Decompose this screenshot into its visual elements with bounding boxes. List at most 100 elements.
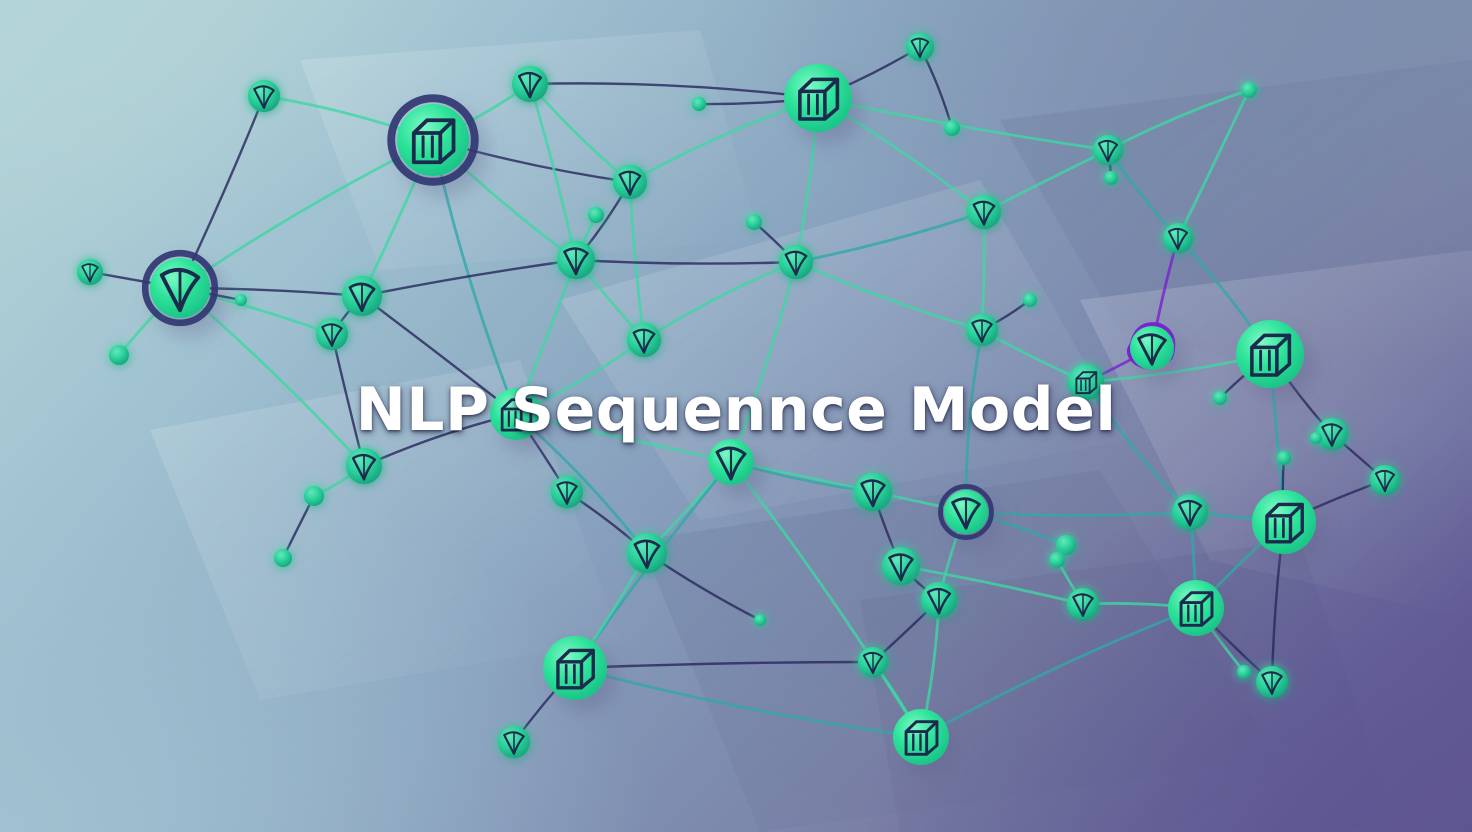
graph-node: [1126, 322, 1176, 370]
graph-node: [1049, 552, 1065, 568]
graph-node: [1068, 364, 1104, 400]
graph-edge: [964, 510, 1192, 517]
node-circle: [1056, 535, 1076, 555]
leaf-node-icon: [253, 85, 275, 109]
graph-edge: [729, 460, 923, 739]
graph-node: [1093, 135, 1123, 165]
graph-node: [498, 726, 530, 758]
graph-node: [304, 486, 324, 506]
leaf-node-icon: [1321, 423, 1343, 447]
cube-icon: [556, 648, 595, 690]
leaf-node-icon: [348, 282, 376, 313]
cube-icon: [1179, 591, 1214, 627]
graph-node: [1241, 82, 1257, 98]
graph-node: [1104, 171, 1118, 185]
graph-node: [613, 165, 647, 199]
graph-node: [342, 276, 382, 316]
node-circle: [1049, 552, 1065, 568]
graph-node: [387, 94, 479, 186]
graph-node: [1023, 293, 1037, 307]
graph-node: [248, 80, 280, 112]
graph-node: [1163, 223, 1193, 253]
cube-icon: [904, 720, 939, 756]
graph-edge: [1106, 148, 1180, 240]
leaf-node-icon: [632, 328, 656, 354]
node-circle: [1023, 293, 1037, 307]
graph-node: [854, 473, 892, 511]
node-ring: [387, 94, 479, 186]
cube-icon: [411, 118, 456, 165]
leaf-node-icon: [1097, 139, 1119, 163]
graph-node: [966, 314, 998, 346]
leaf-node-icon: [1177, 499, 1203, 527]
graph-node: [779, 245, 813, 279]
graph-node: [235, 294, 247, 306]
leaf-node-icon: [517, 71, 543, 99]
graph-node: [921, 582, 957, 618]
node-circle: [274, 549, 292, 567]
graph-node: [882, 547, 920, 585]
graph-node: [746, 214, 762, 230]
graph-node: [938, 484, 994, 540]
graph-node-layer: [77, 33, 1400, 765]
graph-node: [944, 120, 960, 136]
node-circle: [235, 294, 247, 306]
graph-edge: [729, 260, 798, 464]
leaf-node-icon: [784, 250, 808, 276]
graph-edge: [794, 210, 986, 264]
cube-icon: [1265, 502, 1304, 544]
graph-edge: [642, 260, 798, 342]
graph-edge: [899, 564, 1085, 606]
node-circle: [692, 97, 706, 111]
node-circle: [588, 207, 604, 223]
graph-node: [77, 259, 103, 285]
graph-node: [109, 345, 129, 365]
node-circle: [1237, 665, 1251, 679]
leaf-node-icon: [321, 323, 343, 347]
node-circle: [1213, 391, 1227, 405]
graph-node: [967, 195, 1001, 229]
graph-node: [708, 439, 754, 485]
graph-node: [346, 448, 382, 484]
graph-edge: [360, 258, 578, 298]
graph-edge-layer: [88, 45, 1387, 744]
graph-edge: [431, 138, 518, 416]
leaf-node-icon: [351, 453, 377, 481]
graph-edge: [1084, 380, 1192, 514]
graph-node: [316, 318, 348, 350]
graph-edge: [628, 180, 646, 342]
leaf-node-icon: [159, 267, 201, 313]
node-circle: [1241, 82, 1257, 98]
graph-node: [141, 249, 219, 327]
graph-edge: [330, 332, 366, 468]
node-circle: [1104, 171, 1118, 185]
graph-edge: [919, 606, 1198, 739]
graph-node: [1172, 494, 1208, 530]
cube-icon: [500, 398, 533, 432]
leaf-node-icon: [971, 319, 993, 343]
node-ring: [938, 484, 994, 540]
graph-edge: [528, 82, 820, 100]
node-circle: [746, 214, 762, 230]
leaf-node-icon: [1374, 469, 1396, 493]
graph-node: [754, 614, 766, 626]
leaf-node-icon: [888, 553, 914, 582]
graph-node: [1168, 580, 1224, 636]
graph-node: [1067, 588, 1099, 620]
leaf-node-icon: [633, 539, 661, 570]
leaf-node-icon: [951, 497, 981, 530]
leaf-node-icon: [563, 247, 589, 276]
leaf-node-icon: [556, 481, 578, 505]
graph-node: [490, 388, 542, 440]
graph-node: [588, 207, 604, 223]
graph-node: [274, 549, 292, 567]
graph-node: [1213, 391, 1227, 405]
graph-node: [543, 636, 607, 700]
leaf-node-icon: [618, 170, 642, 196]
graph-node: [893, 709, 949, 765]
node-circle: [1310, 432, 1322, 444]
node-circle: [109, 345, 129, 365]
graph-edge: [982, 148, 1110, 214]
